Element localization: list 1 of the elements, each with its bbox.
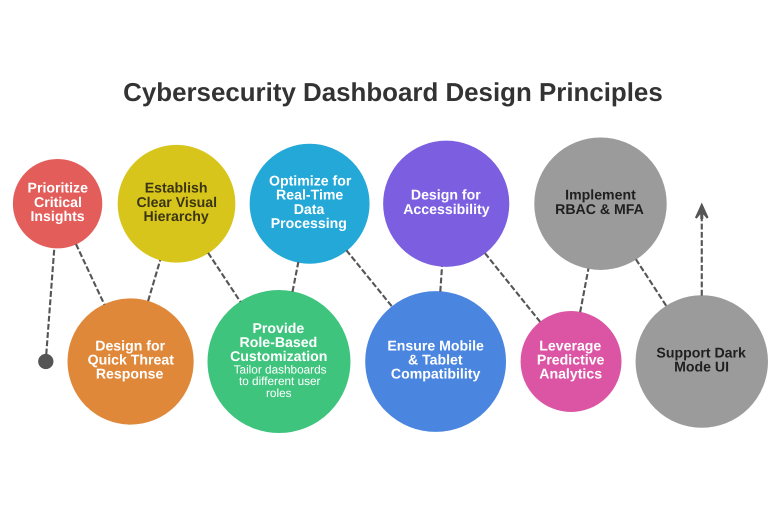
diagram-title: Cybersecurity Dashboard Design Principles (123, 78, 663, 106)
